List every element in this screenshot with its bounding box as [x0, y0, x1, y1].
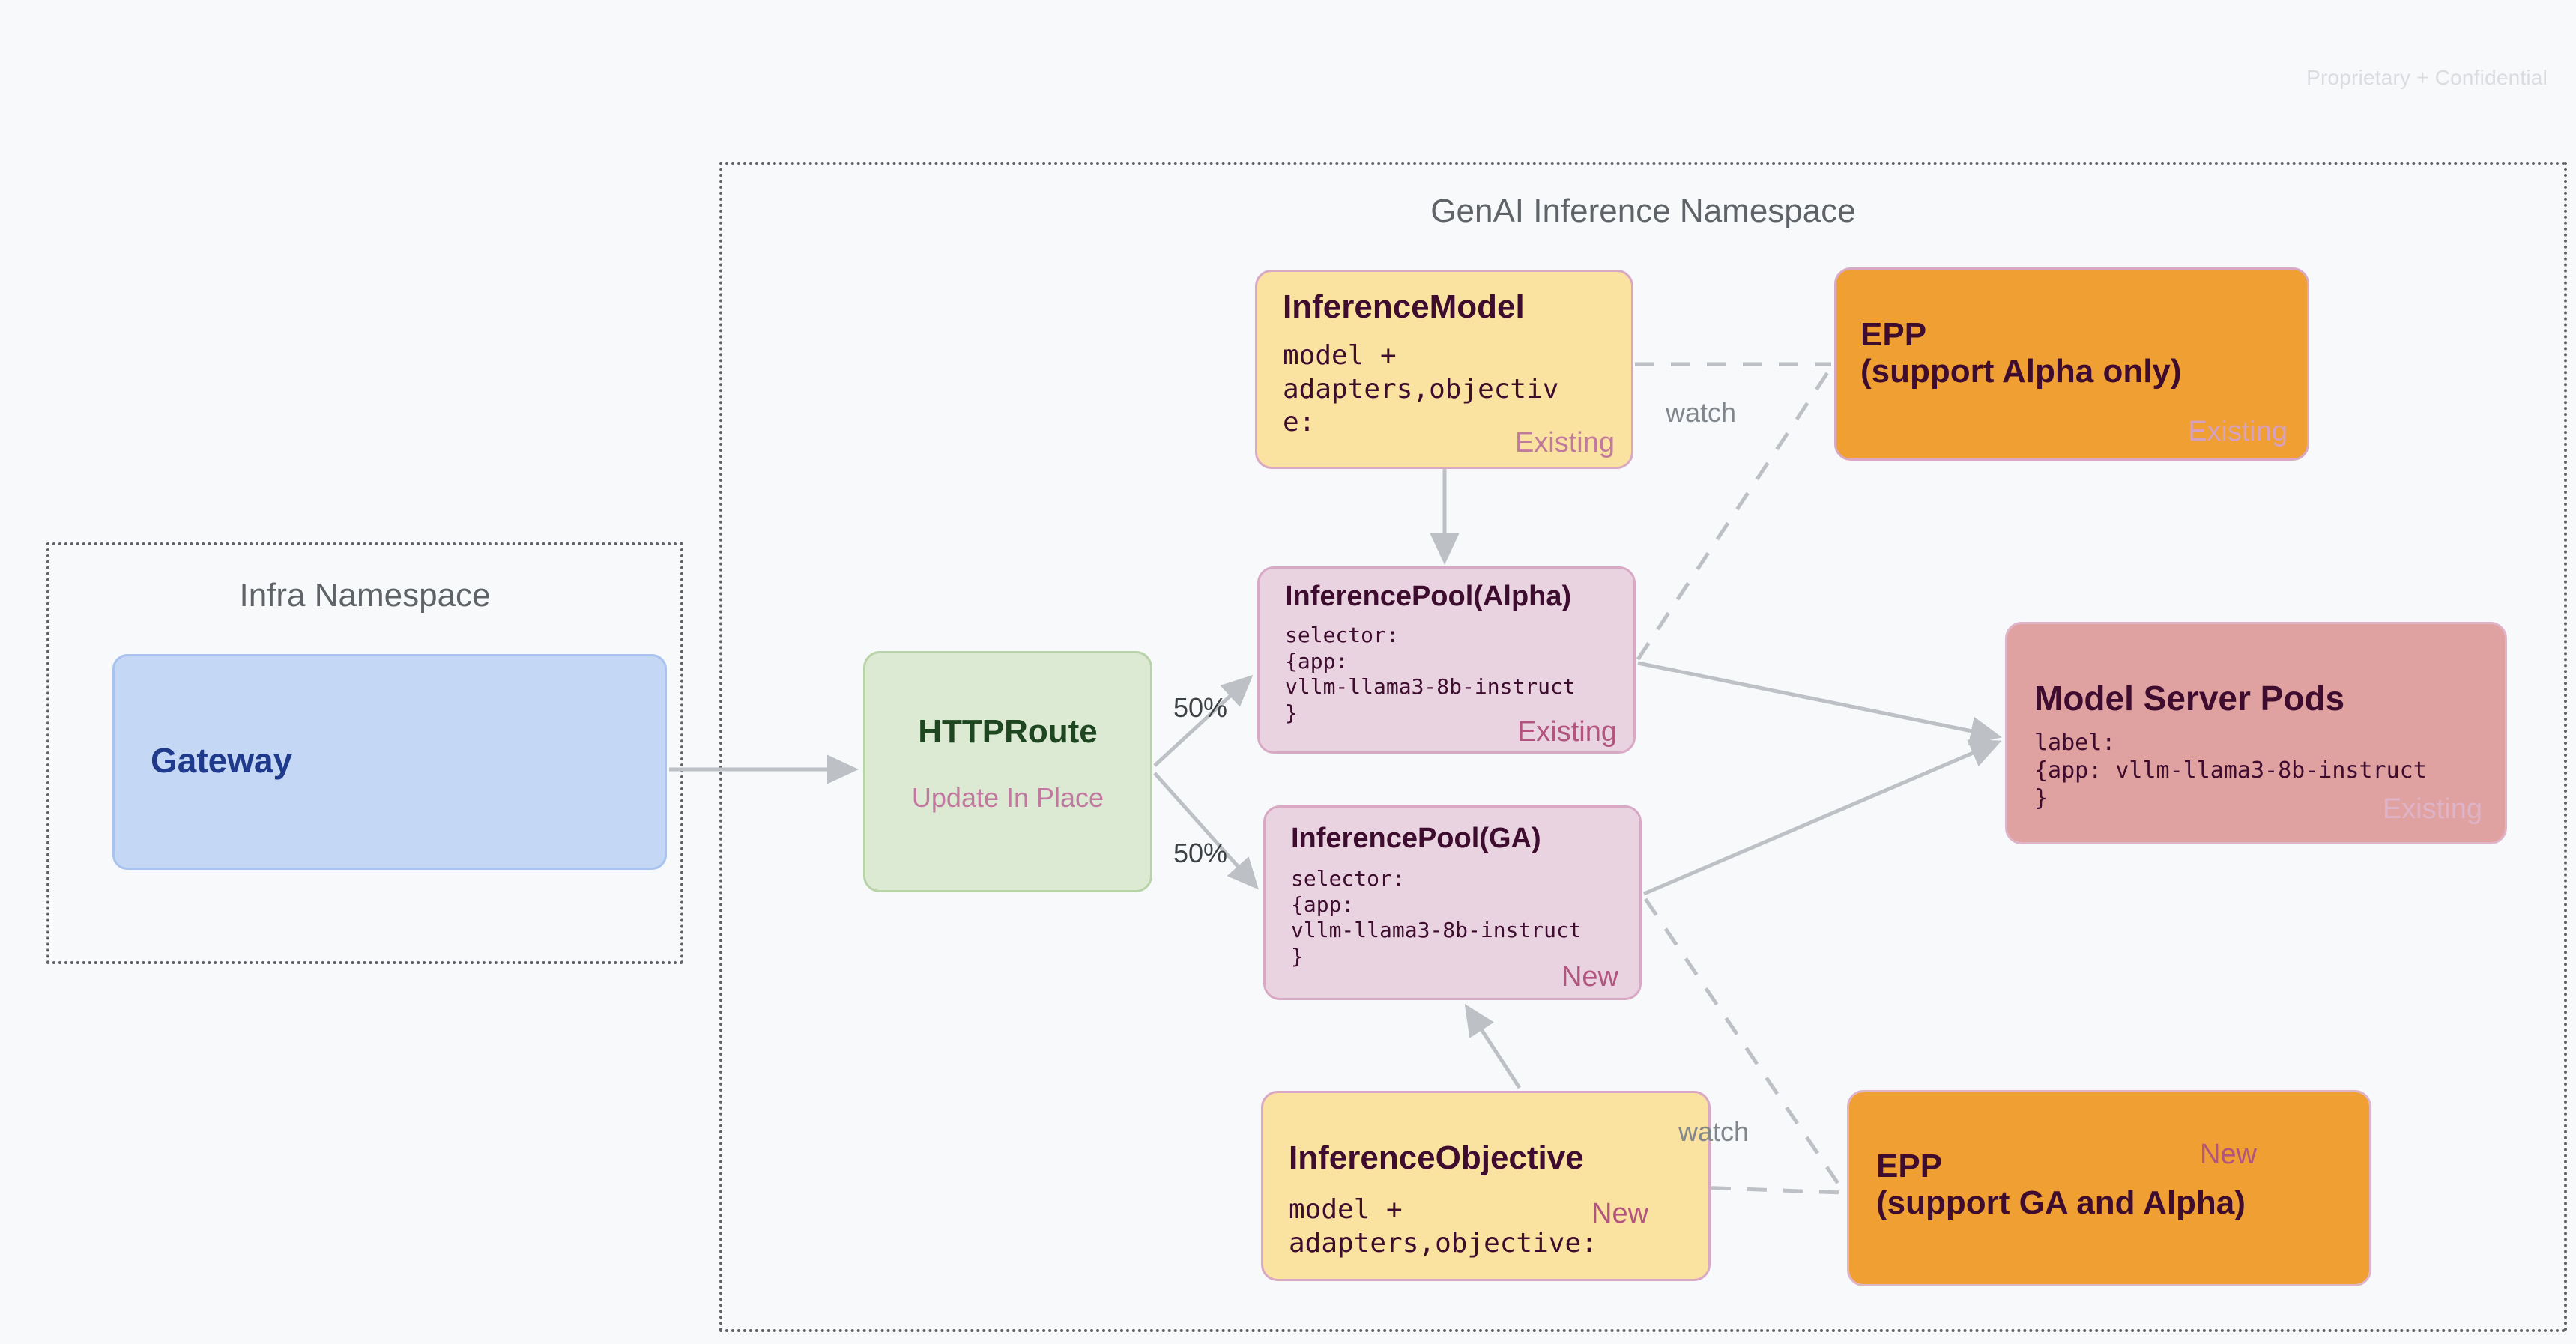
inferenceobjective-title: InferenceObjective: [1289, 1139, 1584, 1176]
httproute-node[interactable]: HTTPRoute Update In Place: [863, 651, 1152, 892]
inferencepool-alpha-title: InferencePool(Alpha): [1285, 581, 1572, 612]
genai-namespace-title: GenAI Inference Namespace: [1430, 193, 1856, 229]
httproute-status-label: Update In Place: [911, 782, 1104, 813]
epp-ga-title: EPP (support GA and Alpha): [1876, 1148, 2246, 1222]
confidential-notice: Proprietary + Confidential: [2306, 66, 2548, 89]
inferencepool-alpha-status-badge: Existing: [1517, 716, 1617, 748]
inferenceobjective-node[interactable]: InferenceObjective model + adapters,obje…: [1261, 1091, 1711, 1281]
inferencepool-ga-title: InferencePool(GA): [1291, 823, 1541, 854]
inferencemodel-node[interactable]: InferenceModel model + adapters,objectiv…: [1255, 270, 1633, 469]
inferencemodel-title: InferenceModel: [1283, 288, 1525, 325]
inferencepool-ga-body: selector: {app: vllm-llama3-8b-instruct …: [1291, 866, 1582, 969]
infra-namespace-boundary: [46, 542, 683, 964]
gateway-node[interactable]: Gateway: [112, 654, 667, 870]
inferencepool-ga-status-badge: New: [1561, 961, 1618, 993]
inferencemodel-status-badge: Existing: [1514, 427, 1615, 458]
inferencepool-alpha-node[interactable]: InferencePool(Alpha) selector: {app: vll…: [1257, 566, 1636, 754]
inferencepool-ga-node[interactable]: InferencePool(GA) selector: {app: vllm-l…: [1263, 805, 1642, 1000]
genai-namespace-boundary: [719, 162, 2567, 1332]
model-server-pods-title: Model Server Pods: [2034, 679, 2345, 718]
model-server-pods-status-badge: Existing: [2382, 793, 2482, 825]
edge-label-watch-top: watch: [1666, 397, 1737, 428]
edge-label-watch-bottom: watch: [1678, 1116, 1750, 1147]
inferenceobjective-status-badge: New: [1591, 1198, 1649, 1229]
inferencemodel-body: model + adapters,objectiv e:: [1283, 340, 1559, 438]
edge-label-split-top: 50%: [1173, 692, 1228, 723]
inferencepool-alpha-body: selector: {app: vllm-llama3-8b-instruct …: [1285, 623, 1576, 726]
gateway-label: Gateway: [151, 741, 293, 780]
edge-label-split-bottom: 50%: [1173, 838, 1228, 868]
inferenceobjective-body: model + adapters,objective:: [1289, 1194, 1597, 1259]
epp-alpha-status-badge: Existing: [2187, 416, 2288, 447]
infra-namespace-title: Infra Namespace: [239, 577, 491, 614]
model-server-pods-node[interactable]: Model Server Pods label: {app: vllm-llam…: [2005, 622, 2507, 844]
epp-alpha-title: EPP (support Alpha only): [1860, 316, 2182, 390]
httproute-label: HTTPRoute: [918, 713, 1098, 750]
epp-alpha-node[interactable]: EPP (support Alpha only) Existing: [1834, 267, 2309, 461]
epp-ga-status-badge: New: [2199, 1139, 2257, 1170]
model-server-pods-body: label: {app: vllm-llama3-8b-instruct }: [2034, 730, 2427, 812]
epp-ga-node[interactable]: EPP (support GA and Alpha) New: [1847, 1090, 2371, 1286]
